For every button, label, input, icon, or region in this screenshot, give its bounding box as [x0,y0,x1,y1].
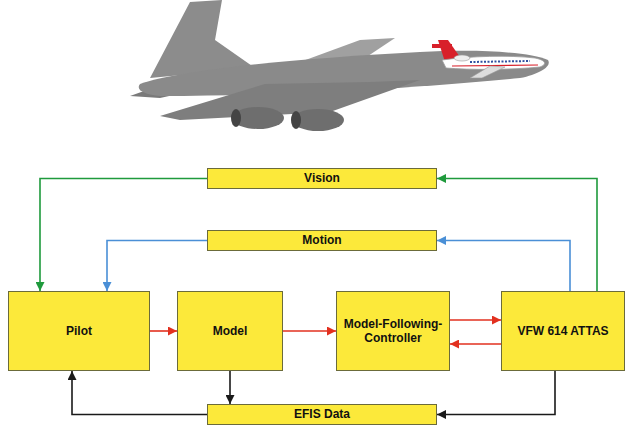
process-box: Model-Following-Controller [336,291,450,371]
signal-arrow [437,179,597,292]
signal-arrow [437,371,555,415]
signal-band: Vision [207,168,437,189]
attas-stripe [452,65,538,66]
aircraft-engine [292,109,344,131]
signal-arrow [283,330,336,332]
process-box: Model [177,291,283,371]
signal-band: EFIS Data [207,404,437,425]
attas-windows [470,61,530,62]
process-box: Pilot [8,291,150,371]
engine-intake [231,109,241,127]
box-label: Vision [304,171,340,185]
signal-arrow [107,241,207,292]
attas-aircraft [432,40,545,78]
box-label: Model-Following-Controller [337,317,449,346]
large-aircraft [130,0,549,131]
box-label: Pilot [66,324,92,338]
signal-arrow [40,179,207,292]
box-label: Motion [302,233,341,247]
aircraft-wing [160,80,420,120]
attas-engine [454,55,470,61]
signal-arrow [229,371,231,404]
box-label: EFIS Data [294,407,350,421]
box-label: VFW 614 ATTAS [517,324,608,338]
signal-arrow [72,371,207,415]
signal-arrow [150,330,177,332]
aircraft-engine [232,107,284,129]
box-label: Model [213,324,248,338]
signal-band: Motion [207,230,437,251]
engine-intake [291,111,301,129]
attas-wing [470,66,505,78]
signal-arrow [450,319,501,321]
signal-arrow [450,343,501,345]
signal-arrow [437,241,570,292]
attas-stabiliser [432,44,452,48]
process-box: VFW 614 ATTAS [501,291,625,371]
